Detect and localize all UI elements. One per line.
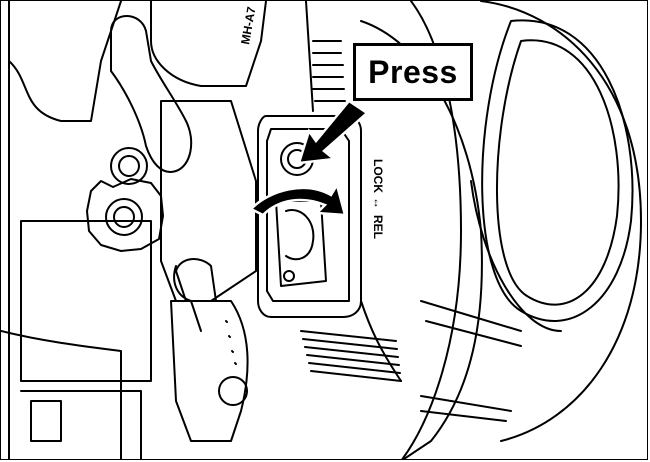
lens-ribs xyxy=(312,40,346,102)
rel-label: REL xyxy=(371,215,385,239)
knob-upper-inner xyxy=(118,155,140,177)
release-lever-body xyxy=(170,300,249,442)
knob-upper xyxy=(110,147,148,185)
rotate-arrow-icon xyxy=(248,181,347,217)
lens-ring-grip-lines xyxy=(300,330,402,382)
camera-body-left-panel xyxy=(20,220,152,382)
body-marking: MH-A7 xyxy=(238,5,258,45)
camera-body-outline xyxy=(8,1,122,459)
lock-screw xyxy=(283,270,295,282)
camera-mount-block xyxy=(160,100,257,302)
lens-barrel-right xyxy=(480,1,642,442)
lens-inner-ring xyxy=(470,180,562,332)
lock-lever xyxy=(285,209,315,261)
lens-barrel-top xyxy=(305,1,314,112)
lock-button-housing xyxy=(257,115,362,318)
camera-body-step xyxy=(1,330,122,459)
lens-front-inner xyxy=(496,39,620,306)
release-lever xyxy=(175,258,217,302)
lock-rel-arrow: ↔ xyxy=(371,197,385,209)
strap-lug xyxy=(110,15,193,173)
lens-side-lines xyxy=(420,300,522,422)
knob-lower-inner xyxy=(113,206,135,228)
lens-front-ellipse xyxy=(481,19,634,322)
press-callout: Press xyxy=(353,43,473,101)
release-lever-dots xyxy=(225,320,237,365)
lock-label: LOCK xyxy=(371,159,385,193)
press-arrow-icon xyxy=(297,99,370,165)
camera-top-grip xyxy=(150,1,267,87)
knob-lower xyxy=(105,198,143,236)
release-lever-dial xyxy=(218,376,248,406)
camera-body-lower-panel xyxy=(20,390,142,459)
press-callout-label: Press xyxy=(368,53,458,90)
